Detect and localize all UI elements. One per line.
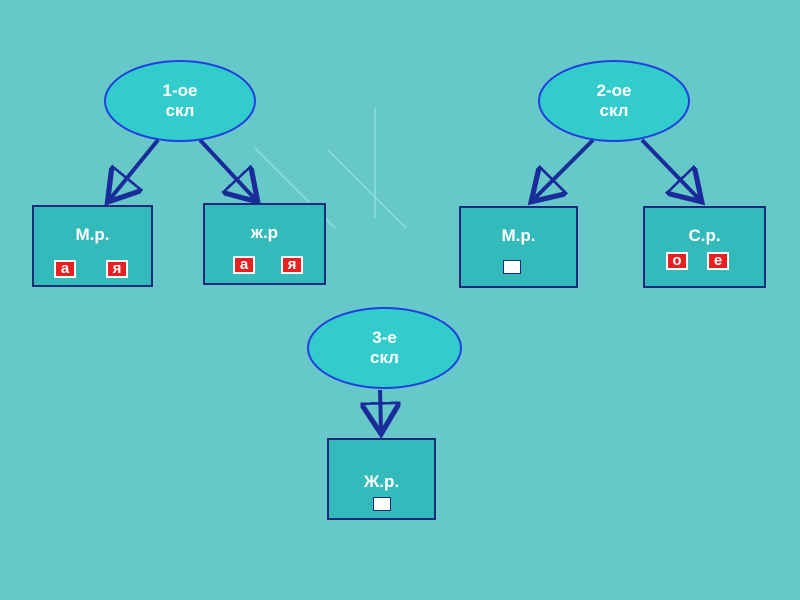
declension2-title-line1: 2-ое <box>596 81 632 100</box>
declension2-masculine-box: М.р. <box>459 206 578 288</box>
declension2-title-line2: скл <box>599 101 629 120</box>
declension1-feminine-box: ж.р а я <box>203 203 326 285</box>
declension3-title-line2: скл <box>370 348 399 367</box>
declension3-title-line1: 3-е <box>372 328 397 347</box>
declension3-node: 3-е скл <box>307 307 462 389</box>
arrow-decl2-masc <box>534 138 595 199</box>
declension1-masculine-label: М.р. <box>75 225 110 244</box>
ending-tag-o: о <box>666 252 688 270</box>
decorative-line <box>327 149 407 229</box>
declension3-feminine-label: Ж.р. <box>363 472 400 491</box>
arrow-decl1-masc <box>110 138 160 199</box>
ending-tag-e: е <box>707 252 729 270</box>
ending-tag-ya: я <box>281 256 303 274</box>
declension1-masculine-box: М.р. а я <box>32 205 153 287</box>
ending-tag-a: а <box>54 260 76 278</box>
empty-ending-slot <box>503 260 521 274</box>
declension1-title-line2: скл <box>165 101 195 120</box>
ending-tag-ya: я <box>106 260 128 278</box>
declension2-neuter-label: С.р. <box>688 226 721 245</box>
arrow-decl1-fem <box>198 138 255 199</box>
ending-tag-a: а <box>233 256 255 274</box>
arrow-decl2-neut <box>640 138 699 199</box>
declension1-feminine-label: ж.р <box>250 223 279 242</box>
declension3-feminine-box: Ж.р. <box>327 438 436 520</box>
declension2-masculine-label: М.р. <box>501 226 536 245</box>
declension1-title-line1: 1-ое <box>162 81 198 100</box>
declension2-node: 2-ое скл <box>538 60 690 142</box>
arrow-decl3-fem <box>380 389 381 430</box>
declension1-node: 1-ое скл <box>104 60 256 142</box>
empty-ending-slot <box>373 497 391 511</box>
declension2-neuter-box: С.р. о е <box>643 206 766 288</box>
